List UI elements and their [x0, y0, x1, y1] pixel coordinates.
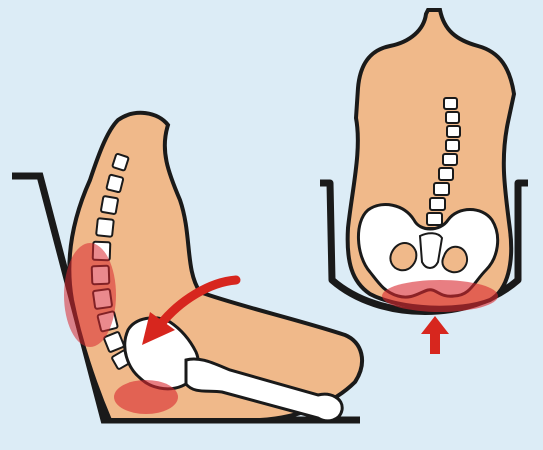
right-obturator-hole — [442, 247, 467, 273]
vertebra — [439, 168, 453, 180]
upward-pressure-arrow — [421, 316, 449, 354]
vertebra — [446, 112, 459, 123]
sacrum-pressure-zone — [114, 380, 178, 414]
vertebra — [444, 98, 457, 109]
vertebra — [101, 196, 119, 214]
vertebra — [443, 154, 457, 165]
vertebra — [446, 140, 459, 151]
back-view-figure — [320, 10, 528, 354]
vertebra — [430, 198, 445, 210]
vertebra — [106, 175, 123, 193]
sacrum-center — [420, 233, 442, 268]
lower-back-pressure-zone — [64, 243, 116, 347]
vertebra — [447, 126, 460, 137]
vertebra — [434, 183, 449, 195]
vertebra — [112, 153, 129, 170]
buttocks-pressure-zone — [382, 280, 498, 312]
vertebra — [427, 213, 442, 225]
vertebra — [96, 218, 114, 237]
side-view-figure — [12, 113, 362, 421]
left-obturator-hole — [390, 243, 416, 270]
